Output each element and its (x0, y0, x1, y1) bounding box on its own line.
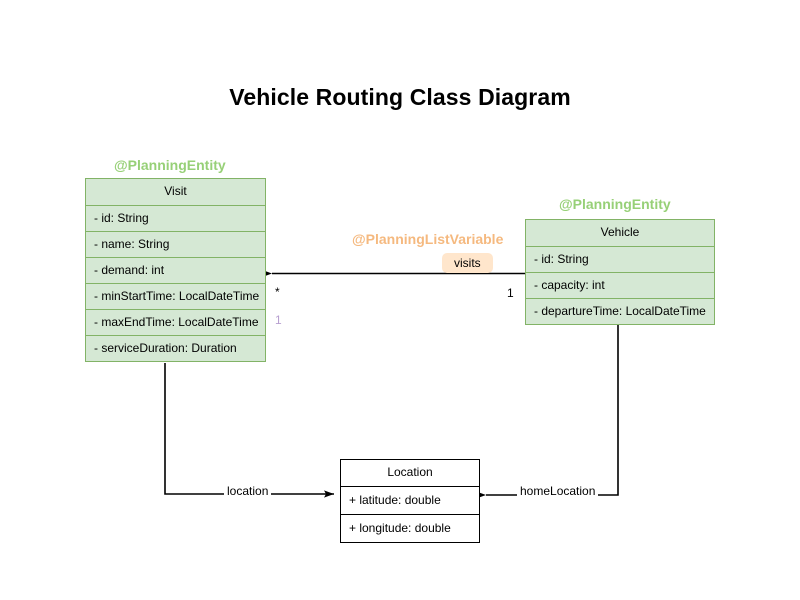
attribute-row: - name: String (86, 231, 265, 257)
attribute-row: - demand: int (86, 257, 265, 283)
attribute-row: - id: String (526, 246, 714, 272)
edge-visit-location (164, 363, 334, 498)
stereotype-planning-list-variable: @PlanningListVariable (352, 231, 504, 247)
class-name-location: Location (387, 465, 433, 479)
attribute-row: - minStartTime: LocalDateTime (86, 283, 265, 309)
class-box-location[interactable]: Location + latitude: double + longitude:… (340, 459, 480, 543)
association-role-visits: visits (442, 253, 493, 273)
attribute-row: - id: String (86, 205, 265, 231)
multiplicity-visit-one: 1 (275, 313, 282, 327)
multiplicity-vehicle-one: 1 (507, 286, 514, 300)
attribute-row: + latitude: double (341, 486, 479, 514)
class-name-visit: Visit (164, 184, 187, 198)
attribute-row: + longitude: double (341, 514, 479, 542)
attribute-row: - departureTime: LocalDateTime (526, 298, 714, 324)
association-role-home-location: homeLocation (517, 484, 599, 498)
attribute-row: - maxEndTime: LocalDateTime (86, 309, 265, 335)
stereotype-visit-planning-entity: @PlanningEntity (114, 157, 226, 173)
class-box-vehicle[interactable]: Vehicle - id: String - capacity: int - d… (525, 219, 715, 325)
association-role-location: location (224, 484, 272, 498)
page-title: Vehicle Routing Class Diagram (229, 84, 571, 110)
attribute-row: - serviceDuration: Duration (86, 335, 265, 361)
class-name-vehicle: Vehicle (600, 225, 640, 239)
class-box-visit[interactable]: Visit - id: String - name: String - dema… (85, 178, 266, 362)
stereotype-vehicle-planning-entity: @PlanningEntity (559, 196, 671, 212)
multiplicity-visit-many: * (275, 285, 280, 299)
attribute-row: - capacity: int (526, 272, 714, 298)
edge-vehicle-home-location (476, 323, 619, 499)
